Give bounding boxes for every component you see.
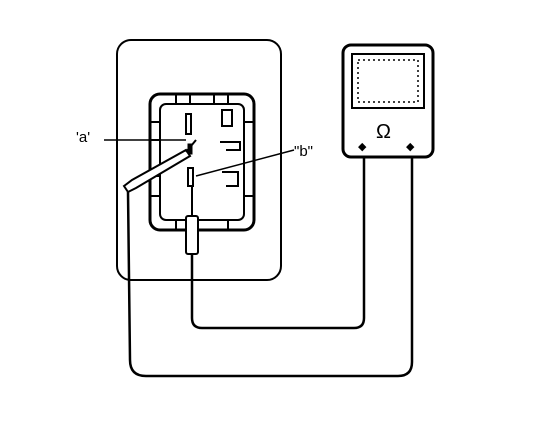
- terminal-slot-right-upper: [220, 141, 241, 151]
- meter-terminal-right-icon: ◆: [406, 141, 415, 153]
- ohm-symbol: Ω: [376, 121, 391, 143]
- ohmmeter-body: [341, 43, 435, 159]
- label-terminal-b: "b": [294, 143, 313, 160]
- lead-wire-a: [126, 150, 414, 378]
- meter-terminal-left-icon: ◆: [358, 141, 367, 153]
- terminal-slot-top-right: [221, 109, 233, 127]
- relay-socket-outer: [148, 92, 256, 232]
- ohmmeter-display-screen: [357, 59, 419, 103]
- leader-line-b: [195, 149, 295, 177]
- relay-socket-inner: [159, 103, 245, 221]
- label-terminal-a: 'a': [76, 129, 90, 146]
- lead-wire-b: [190, 150, 366, 330]
- terminal-slot-right-lower: [222, 171, 239, 187]
- terminal-slot-a: [185, 113, 192, 135]
- ohmmeter-display-frame: [351, 53, 425, 109]
- terminal-slot-b: [187, 167, 194, 187]
- test-probe-b: [185, 186, 199, 255]
- outer-housing: [116, 39, 282, 281]
